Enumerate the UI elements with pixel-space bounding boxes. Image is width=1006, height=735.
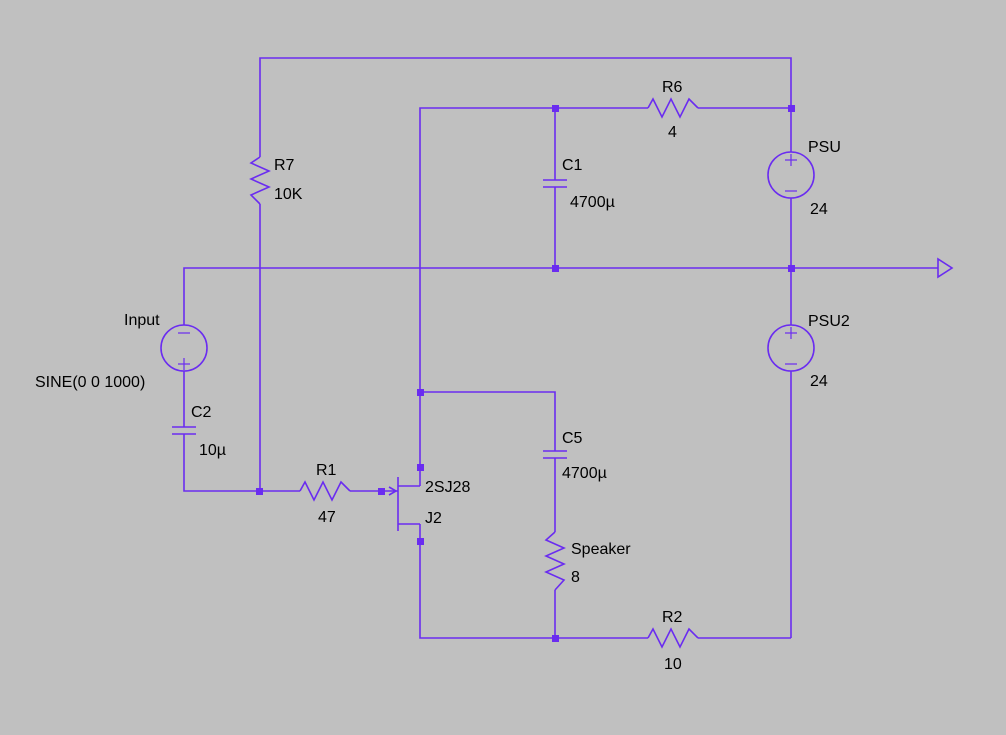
c2-value: 10µ — [199, 442, 226, 459]
c5-name: C5 — [562, 430, 583, 447]
junction-nodes — [256, 105, 795, 642]
input-value: SINE(0 0 1000) — [35, 374, 145, 391]
r1-value: 47 — [318, 509, 336, 526]
r6-value: 4 — [668, 124, 677, 141]
node — [552, 635, 559, 642]
node — [378, 488, 385, 495]
resistor-r2[interactable]: R2 10 — [647, 609, 699, 673]
voltage-source-psu2[interactable]: PSU2 24 — [767, 313, 850, 390]
resistor-speaker[interactable]: Speaker 8 — [544, 531, 631, 591]
input-name: Input — [124, 312, 160, 329]
wire-ground-rail — [183, 267, 938, 325]
node — [256, 488, 263, 495]
wire-source-bottom — [419, 541, 648, 639]
j2-name: J2 — [425, 510, 442, 527]
c1-value: 4700µ — [570, 194, 615, 211]
capacitor-c1[interactable]: C1 4700µ — [543, 157, 615, 211]
psu-name: PSU — [808, 139, 841, 156]
wire-c5-top — [420, 391, 556, 451]
ground-arrow-icon[interactable] — [937, 257, 954, 279]
c1-name: C1 — [562, 157, 583, 174]
c5-value: 4700µ — [562, 465, 607, 482]
r2-value: 10 — [664, 656, 682, 673]
c2-name: C2 — [191, 404, 212, 421]
voltage-source-psu[interactable]: PSU 24 — [767, 139, 841, 218]
r6-name: R6 — [662, 79, 683, 96]
wire-top-loop — [259, 57, 792, 157]
speaker-value: 8 — [571, 569, 580, 586]
capacitor-c2[interactable]: C2 10µ — [172, 404, 226, 459]
voltage-source-input[interactable]: Input SINE(0 0 1000) — [35, 312, 208, 391]
resistor-r6[interactable]: R6 4 — [647, 79, 699, 141]
node — [417, 464, 424, 471]
node — [552, 265, 559, 272]
node — [417, 389, 424, 396]
node — [417, 538, 424, 545]
speaker-name: Speaker — [571, 541, 631, 558]
r7-name: R7 — [274, 157, 295, 174]
node — [788, 105, 795, 112]
node — [788, 265, 795, 272]
wires — [183, 57, 938, 639]
j2-value: 2SJ28 — [425, 479, 470, 496]
psu2-name: PSU2 — [808, 313, 850, 330]
resistor-r7[interactable]: R7 10K — [249, 156, 303, 205]
psu2-value: 24 — [810, 373, 828, 390]
wire-r6-left — [419, 107, 648, 268]
jfet-j2[interactable]: 2SJ28 J2 — [381, 467, 470, 541]
resistor-r1[interactable]: R1 47 — [299, 462, 351, 526]
node — [552, 105, 559, 112]
r1-name: R1 — [316, 462, 337, 479]
r2-name: R2 — [662, 609, 683, 626]
r7-value: 10K — [274, 186, 303, 203]
psu-value: 24 — [810, 201, 828, 218]
capacitor-c5[interactable]: C5 4700µ — [543, 430, 607, 482]
